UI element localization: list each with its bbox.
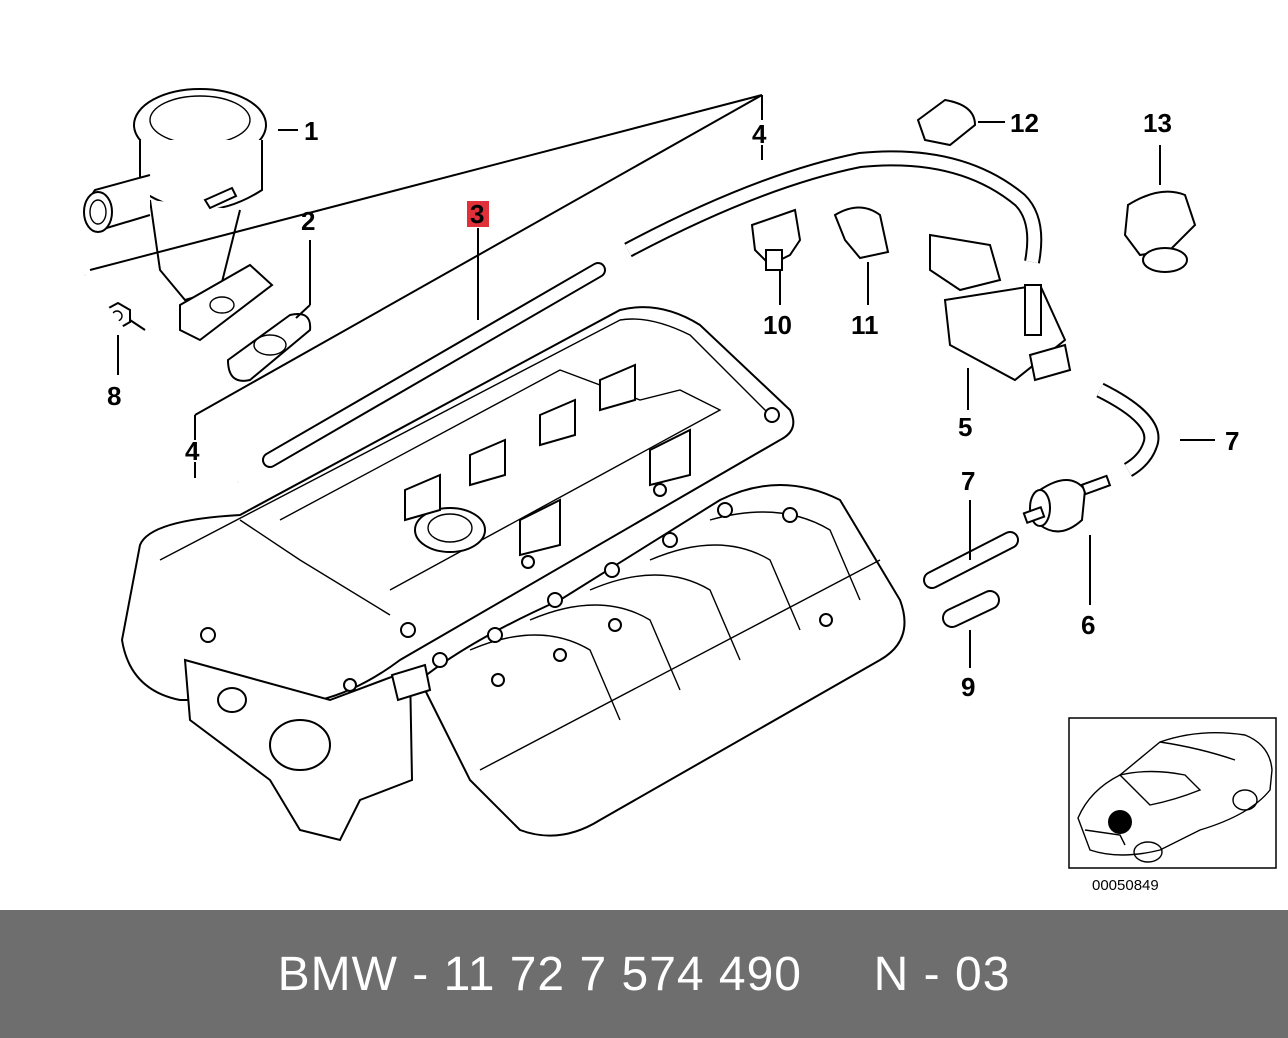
callout-10: 10	[763, 310, 792, 340]
parts-diagram: 1 2 3 4 4 5 6 7 7 8 9 10 11 12 13 000508…	[27, 88, 1277, 894]
callout-12: 12	[1010, 108, 1039, 138]
callout-5: 5	[958, 412, 972, 442]
part-2-gasket	[226, 313, 312, 382]
callout-7-mid: 7	[961, 466, 975, 496]
callout-3-highlight	[467, 201, 489, 227]
callout-11: 11	[851, 310, 879, 340]
callout-8: 8	[107, 381, 121, 411]
callout-6: 6	[1081, 610, 1095, 640]
callout-9: 9	[961, 672, 975, 702]
part-11-clip	[833, 206, 890, 260]
hose-4-left-inner	[27, 270, 241, 502]
vehicle-inset: 00050849	[1068, 717, 1277, 894]
callout-labels: 1 2 3 4 4 5 6 7 7 8 9 10 11 12 13	[107, 108, 1239, 702]
callout-4-upper: 4	[752, 119, 767, 149]
part-5-solenoid-valve	[929, 233, 1072, 382]
part-12-clip	[916, 98, 977, 147]
footer-bar: BMW - 11 72 7 574 490 N - 03	[0, 910, 1288, 1038]
callout-1: 1	[304, 116, 318, 146]
callout-4-lower: 4	[185, 436, 200, 466]
inset-diagram-code: 00050849	[1092, 877, 1159, 894]
callout-13: 13	[1143, 108, 1172, 138]
location-marker	[1108, 810, 1132, 834]
callout-2: 2	[301, 206, 315, 236]
callout-7-right: 7	[1225, 426, 1239, 456]
part-10-clip	[750, 208, 802, 271]
part-13-holder	[1123, 190, 1197, 273]
engine-assembly	[120, 306, 906, 842]
part-6-filter	[1022, 474, 1112, 533]
part-number-caption: BMW - 11 72 7 574 490 N - 03	[277, 947, 1011, 1001]
callout-3: 3	[470, 199, 484, 229]
leader-lines	[89, 94, 1215, 668]
part-1-valve	[83, 88, 274, 342]
